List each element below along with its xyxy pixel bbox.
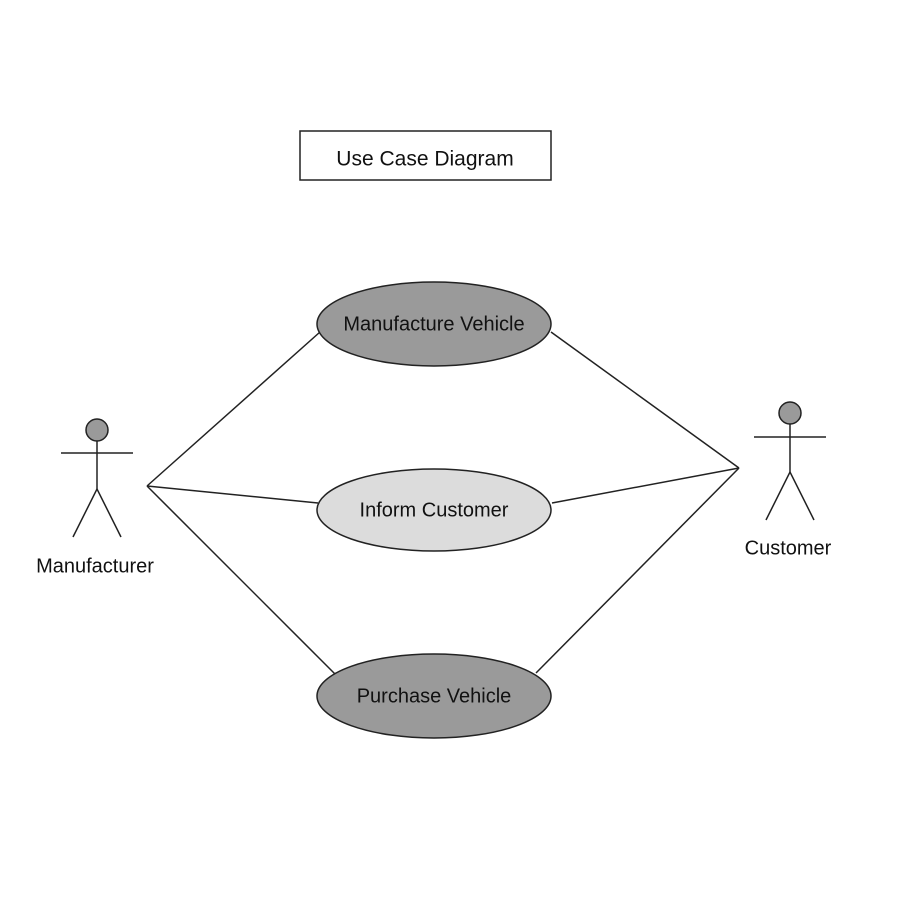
use-case-purchase-vehicle[interactable]: Purchase Vehicle <box>316 653 552 739</box>
actor-right-leg <box>96 488 122 538</box>
association-manufacturer-inform-customer <box>146 485 319 504</box>
use-case-inform-customer[interactable]: Inform Customer <box>316 468 552 552</box>
association-customer-manufacture-vehicle <box>550 331 740 469</box>
stick-figure-icon <box>754 401 826 521</box>
diagram-title-box: Use Case Diagram <box>299 130 552 181</box>
association-customer-inform-customer <box>551 467 740 504</box>
association-manufacturer-purchase-vehicle <box>146 485 337 676</box>
actor-head <box>778 401 802 425</box>
diagram-title: Use Case Diagram <box>336 148 513 171</box>
title-frame <box>299 130 552 181</box>
association-customer-purchase-vehicle <box>535 467 740 674</box>
actor-label: Manufacturer <box>36 555 154 577</box>
use-case-ellipse[interactable] <box>316 281 552 367</box>
use-case-label: Manufacture Vehicle <box>343 313 524 335</box>
use-case-ellipse[interactable] <box>316 468 552 552</box>
stick-figure-icon <box>61 418 133 538</box>
use-case-manufacture-vehicle[interactable]: Manufacture Vehicle <box>316 281 552 367</box>
actor-label: Customer <box>745 537 832 559</box>
actor-customer[interactable]: Customer <box>745 401 832 559</box>
use-case-ellipse[interactable] <box>316 653 552 739</box>
actor-head <box>85 418 109 442</box>
use-case-label: Purchase Vehicle <box>357 685 512 707</box>
use-case-label: Inform Customer <box>360 499 509 521</box>
actor-right-leg <box>789 471 815 521</box>
association-manufacturer-manufacture-vehicle <box>146 331 321 487</box>
actor-left-leg <box>72 488 98 538</box>
associations <box>146 331 740 676</box>
actor-manufacturer[interactable]: Manufacturer <box>36 418 154 577</box>
actor-left-leg <box>765 471 791 521</box>
